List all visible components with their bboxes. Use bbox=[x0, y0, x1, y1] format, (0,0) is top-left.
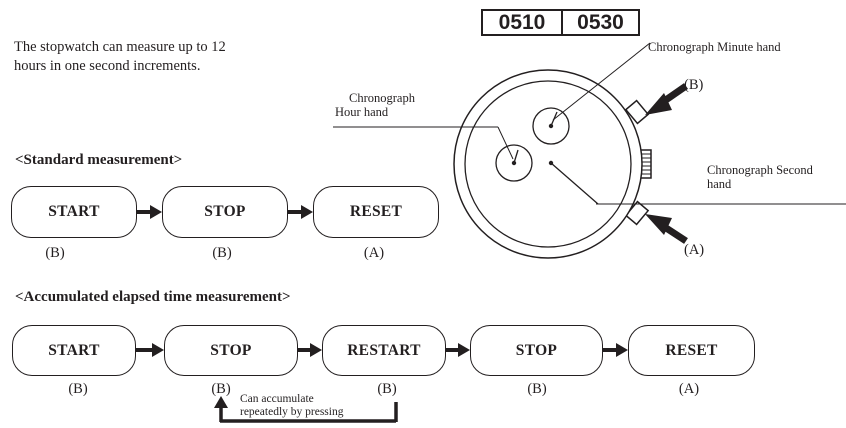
standard-reset-step: RESET bbox=[313, 186, 439, 238]
watch-dial bbox=[464, 80, 632, 248]
hour-hand-label-line2: Hour hand bbox=[335, 105, 389, 119]
accumulated-stop-again-button-label: (B) bbox=[527, 381, 547, 397]
accumulated-start-step: START bbox=[12, 325, 136, 376]
accumulated-stop-again-step: STOP bbox=[470, 325, 603, 376]
watch-illustration bbox=[453, 69, 652, 259]
loop-note: Can accumulate repeatedly by pressing bbox=[240, 393, 343, 419]
intro-text: The stopwatch can measure up to 12 hours… bbox=[14, 39, 226, 74]
standard-stop-step: STOP bbox=[162, 186, 288, 238]
pusher-b-icon bbox=[624, 99, 650, 125]
accumulated-measurement-heading: <Accumulated elapsed time measurement> bbox=[15, 289, 291, 305]
accumulated-flow-arrows bbox=[136, 343, 628, 357]
model-code-box-1: 0510 bbox=[481, 9, 563, 36]
second-hand bbox=[550, 162, 599, 205]
second-hand-label-line1: Chronograph Second bbox=[707, 163, 813, 177]
watch-button-b-label: (B) bbox=[684, 77, 704, 93]
accumulated-reset-button-label: (A) bbox=[678, 381, 700, 397]
watch-case bbox=[453, 69, 643, 259]
hour-hand-label-line1: Chronograph bbox=[349, 91, 415, 105]
standard-flow-arrows bbox=[137, 205, 313, 219]
accumulated-stop-button-label: (B) bbox=[211, 381, 231, 397]
accumulated-restart-button-label: (B) bbox=[377, 381, 397, 397]
accumulated-restart-step: RESTART bbox=[322, 325, 446, 376]
loop-note-line1: Can accumulate bbox=[240, 393, 314, 405]
model-code-box-2: 0530 bbox=[561, 9, 640, 36]
loop-note-line2: repeatedly by pressing bbox=[240, 406, 344, 418]
accumulated-stop-step: STOP bbox=[164, 325, 298, 376]
minute-hand-label: Chronograph Minute hand bbox=[648, 40, 781, 54]
standard-reset-button-label: (A) bbox=[363, 245, 385, 261]
button-a-pointer-arrow bbox=[645, 214, 688, 244]
watch-button-a-label: (A) bbox=[684, 242, 705, 258]
accumulated-reset-step: RESET bbox=[628, 325, 755, 376]
loop-back-arrow bbox=[214, 396, 398, 423]
accumulated-start-button-label: (B) bbox=[68, 381, 88, 397]
standard-stop-button-label: (B) bbox=[212, 245, 232, 261]
button-b-pointer-arrow bbox=[645, 83, 688, 115]
hour-hand-label: Chronograph Hour hand bbox=[335, 91, 415, 119]
second-hand-label-line2: hand bbox=[707, 177, 732, 191]
standard-start-step: START bbox=[11, 186, 137, 238]
second-hand-label: Chronograph Second hand bbox=[707, 163, 813, 191]
standard-measurement-heading: <Standard measurement> bbox=[15, 152, 183, 168]
standard-start-button-label: (B) bbox=[45, 245, 65, 261]
